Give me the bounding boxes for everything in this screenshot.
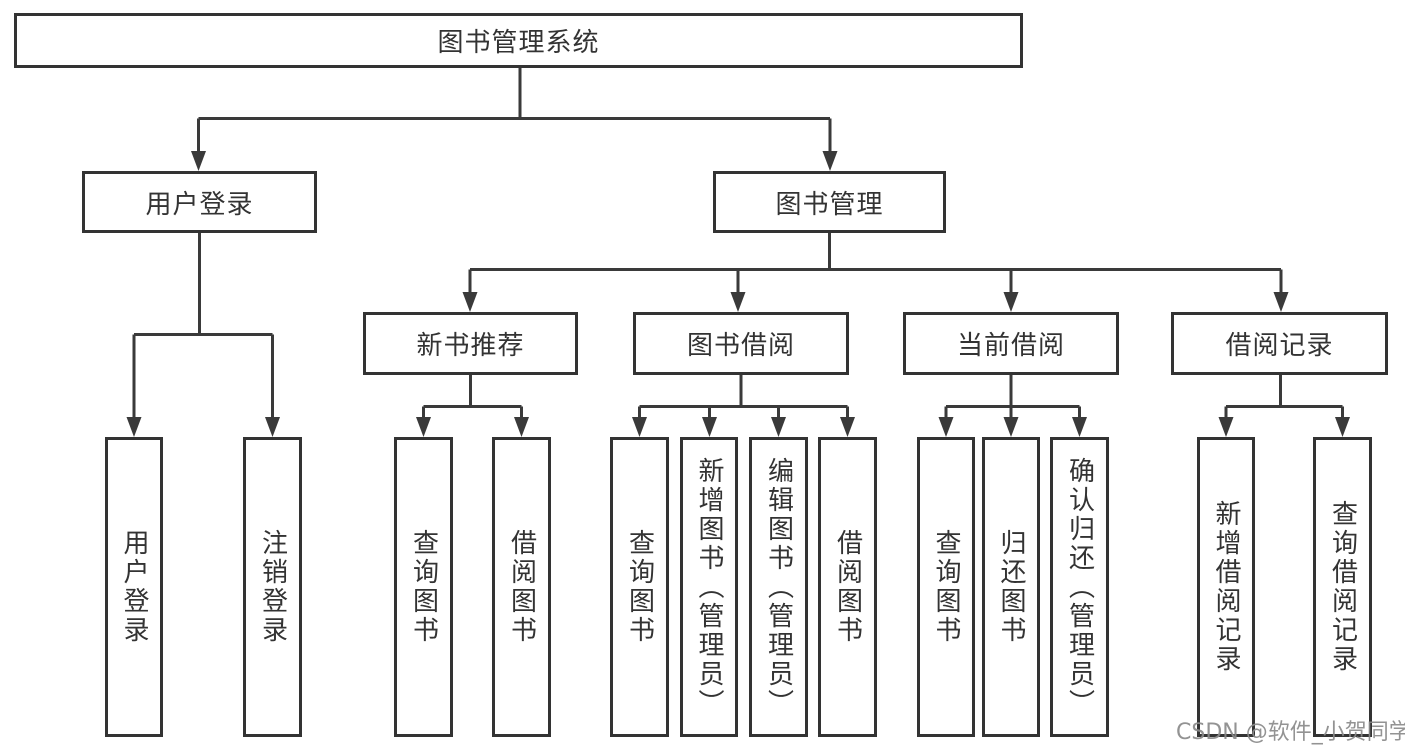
node-new-book-recommend: 新书推荐 (363, 312, 578, 375)
node-user-login-label: 用户登录 (145, 189, 254, 220)
leaf-return-book-label: 归还图书 (996, 529, 1026, 645)
node-user-login: 用户登录 (82, 171, 317, 233)
leaf-borrow-books-label: 借阅图书 (832, 529, 863, 645)
node-book-management: 图书管理 (713, 171, 946, 233)
leaf-user-login: 用户登录 (105, 437, 163, 737)
leaf-borrow-books-recommend: 借阅图书 (492, 437, 551, 737)
node-borrow-records-label: 借阅记录 (1225, 331, 1334, 361)
leaf-logout: 注销登录 (243, 437, 302, 737)
node-library-system-label: 图书管理系统 (437, 28, 600, 58)
leaf-edit-book-admin-label: 编辑图书（管理员） (763, 456, 794, 718)
leaf-edit-book-admin: 编辑图书（管理员） (749, 437, 808, 737)
leaf-query-borrow-record-label: 查询借阅记录 (1327, 500, 1358, 674)
leaf-return-book: 归还图书 (982, 437, 1040, 737)
leaf-user-login-label: 用户登录 (119, 529, 149, 645)
node-current-borrow: 当前借阅 (903, 312, 1119, 375)
arrowheads (126, 151, 1350, 437)
leaf-borrow-books-recommend-label: 借阅图书 (506, 529, 537, 645)
leaf-confirm-return-admin-label: 确认归还（管理员） (1064, 456, 1095, 718)
node-library-system: 图书管理系统 (14, 13, 1023, 68)
watermark: CSDN @软件_小贺同学 (1176, 720, 1405, 745)
node-borrow-records: 借阅记录 (1171, 312, 1388, 375)
leaf-query-borrow-record: 查询借阅记录 (1313, 437, 1372, 737)
node-new-book-recommend-label: 新书推荐 (416, 331, 525, 361)
node-book-management-label: 图书管理 (775, 189, 884, 220)
leaf-query-books-borrow: 查询图书 (610, 437, 669, 737)
leaf-query-books-current: 查询图书 (917, 437, 975, 737)
leaf-query-books-recommend-label: 查询图书 (408, 529, 439, 645)
leaf-confirm-return-admin: 确认归还（管理员） (1050, 437, 1109, 737)
leaf-add-book-admin-label: 新增图书（管理员） (694, 456, 724, 718)
leaf-logout-label: 注销登录 (257, 529, 288, 645)
leaf-add-book-admin: 新增图书（管理员） (680, 437, 738, 737)
leaf-query-books-recommend: 查询图书 (394, 437, 453, 737)
node-book-borrow: 图书借阅 (633, 312, 849, 375)
leaf-query-books-borrow-label: 查询图书 (624, 529, 655, 645)
leaf-query-books-current-label: 查询图书 (931, 529, 961, 645)
leaf-add-borrow-record: 新增借阅记录 (1197, 437, 1255, 737)
leaf-add-borrow-record-label: 新增借阅记录 (1211, 500, 1241, 674)
node-current-borrow-label: 当前借阅 (956, 331, 1065, 361)
leaf-borrow-books: 借阅图书 (818, 437, 877, 737)
node-book-borrow-label: 图书借阅 (686, 331, 795, 361)
